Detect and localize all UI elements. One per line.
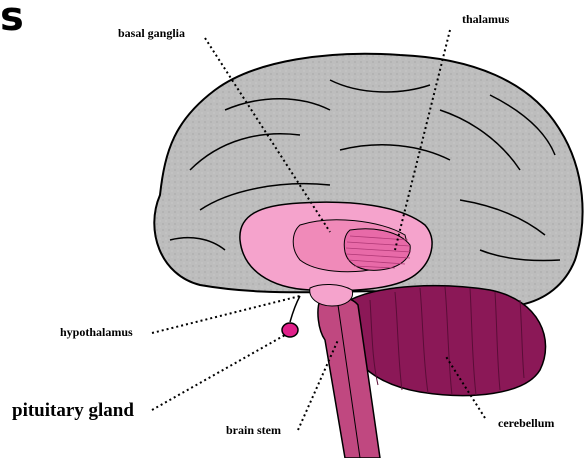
pituitary-gland <box>282 323 298 337</box>
label-cerebellum: cerebellum <box>498 416 554 431</box>
label-hypothalamus: hypothalamus <box>60 325 133 340</box>
hypothalamus-region <box>310 284 353 306</box>
label-pituitary-gland: pituitary gland <box>12 400 134 422</box>
leader-pituitary-gland <box>152 335 285 410</box>
leader-hypothalamus <box>152 296 300 333</box>
label-thalamus: thalamus <box>462 12 509 27</box>
label-brain-stem: brain stem <box>226 423 281 438</box>
label-basal-ganglia: basal ganglia <box>118 26 185 41</box>
